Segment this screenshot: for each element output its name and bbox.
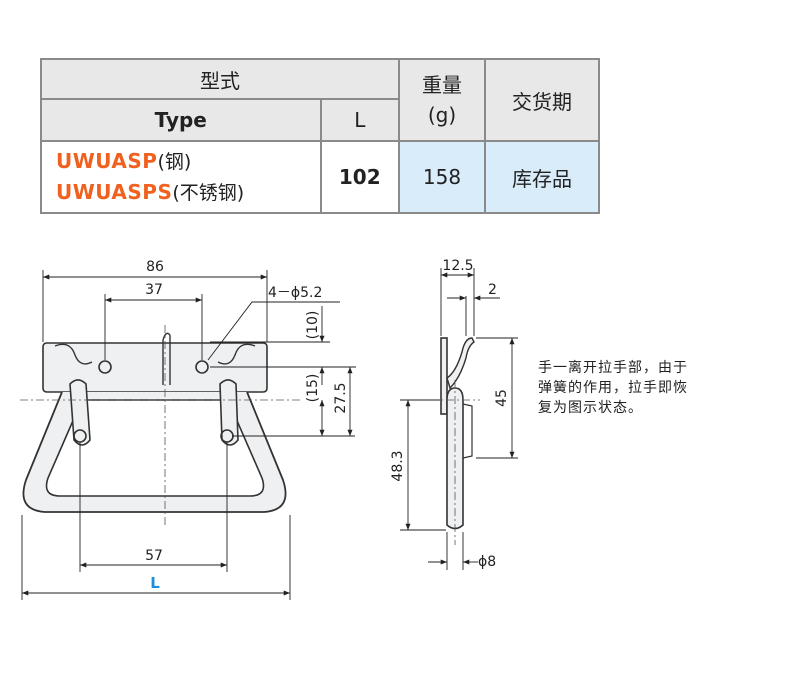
dim-27-5: 27.5	[333, 382, 349, 413]
note-line-3: 复为图示状态。	[538, 400, 643, 416]
header-type: Type	[40, 98, 322, 142]
front-hole-top-right	[195, 360, 209, 374]
spring-note: 手一离开拉手部，由于 弹簧的作用，拉手即恢 复为图示状态。	[538, 358, 748, 418]
dim-phi8: ϕ8	[478, 554, 496, 570]
side-view	[440, 337, 475, 530]
delivery-cell: 库存品	[484, 140, 600, 214]
side-grip	[446, 387, 464, 530]
side-dimensions	[400, 268, 518, 570]
model1-code: UWUASP	[56, 149, 158, 173]
model-cell: UWUASP(钢) UWUASPS(不锈钢)	[40, 140, 322, 214]
front-center-lines	[20, 325, 300, 525]
l-value: 102	[338, 165, 381, 189]
front-pivot-right	[219, 379, 239, 446]
model2-code: UWUASPS	[56, 180, 173, 204]
front-spring-right	[217, 343, 256, 365]
side-center-lines	[430, 380, 480, 545]
dim-57: 57	[145, 548, 163, 564]
front-spring-left	[54, 343, 93, 365]
model2-material: (不锈钢)	[172, 182, 245, 204]
side-grip-tab	[462, 403, 473, 459]
header-model-label: 型式	[200, 68, 240, 93]
side-spring	[446, 337, 475, 390]
dim-37: 37	[145, 282, 163, 298]
dim-12-5: 12.5	[442, 258, 473, 274]
dim-10: (10)	[305, 311, 321, 340]
delivery-value: 库存品	[512, 166, 572, 191]
header-weight-label: 重量	[422, 73, 462, 97]
header-type-label: Type	[154, 108, 207, 132]
dim-l: L	[150, 574, 160, 592]
header-weight-unit: (g)	[427, 103, 457, 127]
front-dim-texts: 86 37 4－ϕ5.2 (10) (15) 27.5 57 L	[145, 259, 349, 592]
dim-86: 86	[146, 259, 164, 275]
dim-48-3: 48.3	[390, 450, 406, 481]
front-plate	[42, 342, 268, 393]
weight-value: 158	[422, 165, 462, 189]
header-delivery-label: 交货期	[512, 89, 572, 114]
front-pivot-left	[69, 379, 91, 446]
weight-cell: 158	[398, 140, 486, 214]
note-line-2: 弹簧的作用，拉手即恢	[538, 380, 688, 396]
header-weight: 重量 (g)	[398, 58, 486, 142]
l-value-cell: 102	[319, 140, 401, 214]
side-plate	[440, 337, 448, 415]
model1-material: (钢)	[157, 151, 192, 173]
note-line-1: 手一离开拉手部，由于	[538, 360, 688, 376]
front-view	[22, 332, 287, 513]
header-l-label: L	[354, 108, 366, 132]
header-delivery: 交货期	[484, 58, 600, 142]
front-hole-top-left	[98, 360, 112, 374]
header-l: L	[319, 98, 401, 142]
header-model: 型式	[40, 58, 400, 100]
front-handle-inner	[45, 399, 265, 497]
spec-table: 型式 重量 (g) 交货期 Type L UWUASP(钢) UWUASPS(不…	[40, 58, 600, 214]
front-dimensions	[21, 270, 356, 600]
front-center-clip	[162, 332, 171, 385]
dim-hole: 4－ϕ5.2	[268, 285, 322, 301]
dim-15: (15)	[305, 374, 321, 403]
dim-45: 45	[494, 389, 510, 407]
side-dim-texts: 12.5 2 45 48.3 ϕ8	[390, 258, 510, 570]
dim-2: 2	[488, 282, 497, 298]
